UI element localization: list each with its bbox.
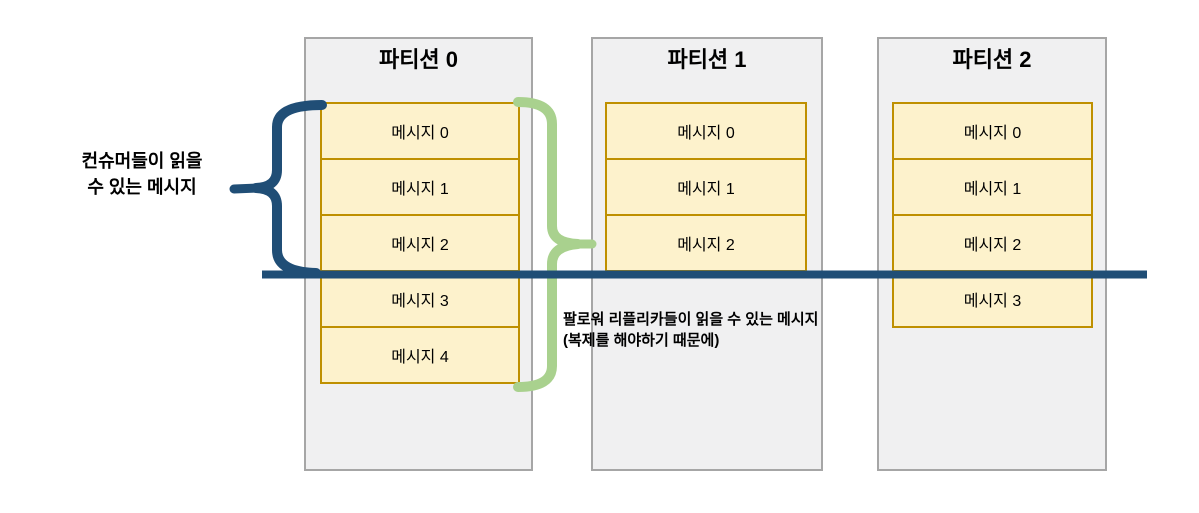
message-box: 메시지 3 bbox=[892, 270, 1093, 328]
consumer-readable-label-line1: 컨슈머들이 읽을 bbox=[81, 151, 203, 171]
message-box: 메시지 1 bbox=[320, 158, 520, 216]
message-box: 메시지 1 bbox=[605, 158, 807, 216]
message-box: 메시지 0 bbox=[320, 102, 520, 160]
replica-readable-label: 팔로워 리플리카들이 읽을 수 있는 메시지 (복제를 해야하기 때문에) bbox=[563, 309, 863, 351]
partition-2-title: 파티션 2 bbox=[952, 47, 1032, 72]
message-box: 메시지 3 bbox=[320, 270, 520, 328]
message-box: 메시지 2 bbox=[892, 214, 1093, 272]
consumer-readable-label-line2: 수 있는 메시지 bbox=[87, 177, 197, 197]
message-box: 메시지 0 bbox=[892, 102, 1093, 160]
message-box: 메시지 0 bbox=[605, 102, 807, 160]
message-box: 메시지 1 bbox=[892, 158, 1093, 216]
partition-0-title: 파티션 0 bbox=[378, 47, 459, 72]
message-box: 메시지 4 bbox=[320, 326, 520, 384]
message-box: 메시지 2 bbox=[320, 214, 520, 272]
consumer-readable-label: 컨슈머들이 읽을 수 있는 메시지 bbox=[38, 148, 246, 200]
partition-1-title: 파티션 1 bbox=[667, 47, 747, 72]
message-box: 메시지 2 bbox=[605, 214, 807, 272]
replica-readable-label-line2: (복제를 해야하기 때문에) bbox=[563, 332, 720, 349]
replica-readable-label-line1: 팔로워 리플리카들이 읽을 수 있는 메시지 bbox=[563, 311, 819, 328]
